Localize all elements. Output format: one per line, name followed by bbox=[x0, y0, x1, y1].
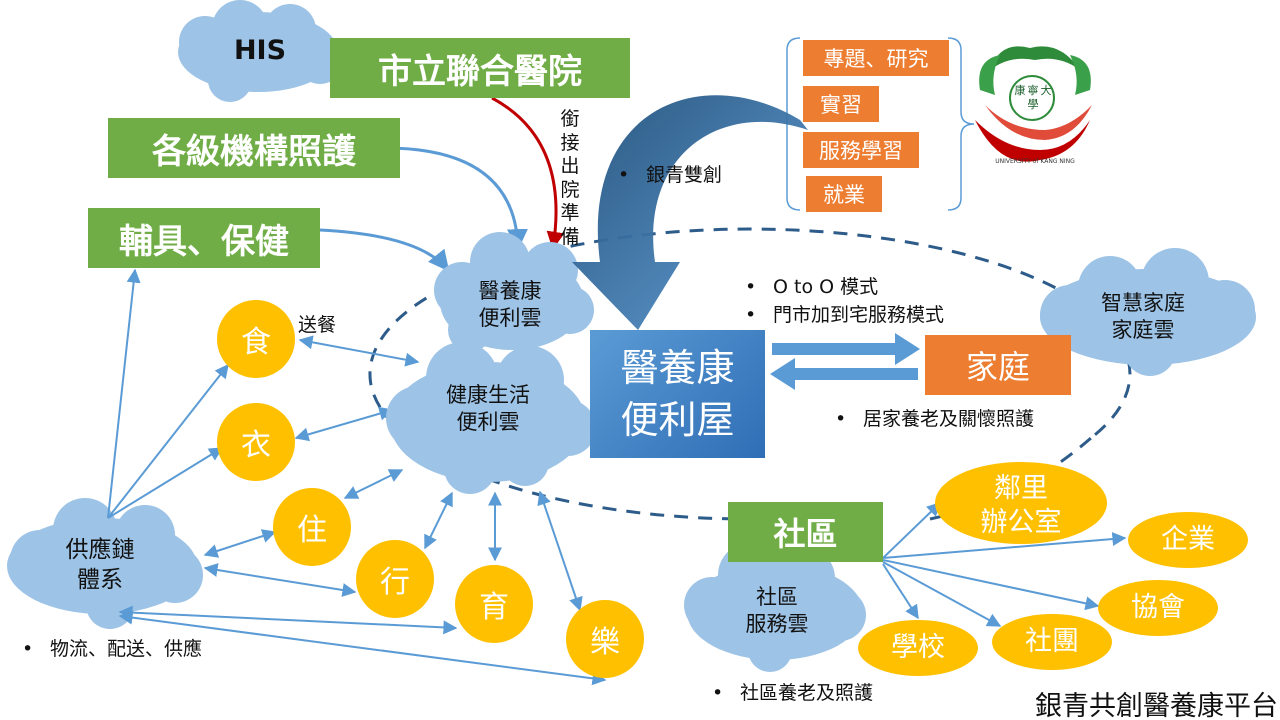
logo-ring-text: UNIVERSITY of KANG NING bbox=[995, 158, 1075, 165]
bullet-oto: • O to O 模式 bbox=[745, 272, 878, 299]
neighborhood-office: 鄰里 辦公室 bbox=[935, 462, 1107, 544]
store-line: 醫養康 bbox=[620, 346, 735, 390]
bullet-home-care: • 居家養老及關懷照護 bbox=[835, 404, 1034, 431]
task-service-learning: 服務學習 bbox=[803, 132, 919, 168]
bullet-logistics: • 物流、配送、供應 bbox=[22, 634, 202, 661]
bullet-dot: • bbox=[712, 682, 724, 704]
discharge-char: 準 bbox=[560, 202, 580, 224]
neighborhood-line: 辦公室 bbox=[980, 506, 1062, 538]
bullet-text: 居家養老及關懷照護 bbox=[863, 408, 1035, 430]
partner-club: 社團 bbox=[992, 614, 1112, 670]
home-box: 家庭 bbox=[925, 335, 1071, 395]
meal-delivery-label: 送餐 bbox=[298, 314, 337, 336]
discharge-char: 銜 bbox=[560, 108, 580, 130]
circle-housing: 住 bbox=[273, 488, 351, 566]
center-cloud-layer bbox=[386, 232, 1256, 672]
smart-cloud-label: 智慧家庭 家庭雲 bbox=[1068, 290, 1218, 345]
supply-cloud-shape bbox=[7, 498, 203, 629]
discharge-vertical-label: 銜 接 出 院 準 備 bbox=[555, 108, 585, 249]
logo-text: 康寧大學 bbox=[1014, 84, 1054, 111]
partner-school: 學校 bbox=[858, 620, 978, 676]
bullet-store-home: • 門市加到宅服務模式 bbox=[745, 300, 944, 327]
bullet-dot: • bbox=[745, 276, 757, 298]
curved-flow-arrow bbox=[572, 95, 808, 330]
medical-cloud-label: 醫養康 便利雲 bbox=[455, 278, 565, 333]
hospital-box: 市立聯合醫院 bbox=[330, 38, 630, 98]
circle-food: 食 bbox=[217, 300, 295, 378]
bullet-text: 門市加到宅服務模式 bbox=[773, 304, 945, 326]
community-cloud-label: 社區 服務雲 bbox=[712, 584, 842, 639]
health-cloud-shape bbox=[386, 342, 596, 494]
circle-education: 育 bbox=[455, 565, 533, 643]
smart-cloud-shape bbox=[1040, 248, 1256, 376]
health-cloud-line: 健康生活 bbox=[446, 383, 530, 407]
discharge-char: 出 bbox=[560, 155, 580, 177]
supply-cloud-label: 供應鏈 體系 bbox=[30, 536, 170, 596]
smart-cloud-line: 家庭雲 bbox=[1111, 318, 1175, 343]
bullet-text: O to O 模式 bbox=[773, 276, 879, 298]
circle-clothing: 衣 bbox=[217, 403, 295, 481]
discharge-char: 接 bbox=[560, 131, 580, 154]
task-employment: 就業 bbox=[806, 176, 882, 212]
community-cloud-line: 服務雲 bbox=[745, 612, 809, 637]
health-cloud-label: 健康生活 便利雲 bbox=[418, 382, 558, 437]
circle-leisure: 樂 bbox=[566, 600, 644, 678]
footer-title: 銀青共創醫養康平台 bbox=[1035, 691, 1278, 720]
university-logo bbox=[975, 46, 1093, 168]
supply-cloud-line: 供應鏈 bbox=[65, 537, 135, 563]
left-cloud-layer bbox=[7, 0, 344, 629]
store-home-arrows bbox=[770, 333, 920, 390]
discharge-char: 院 bbox=[560, 178, 580, 201]
bullet-dot: • bbox=[22, 638, 34, 660]
medical-cloud-line: 便利雲 bbox=[478, 306, 542, 331]
smart-cloud-line: 智慧家庭 bbox=[1101, 291, 1185, 315]
medical-cloud-shape bbox=[434, 232, 594, 352]
bullet-text: 社區養老及照護 bbox=[740, 682, 874, 704]
health-cloud-line: 便利雲 bbox=[456, 410, 520, 435]
bullet-text: 銀青雙創 bbox=[646, 164, 723, 186]
supply-cloud-line: 體系 bbox=[77, 566, 123, 593]
task-internship: 實習 bbox=[803, 86, 879, 122]
medical-cloud-line: 醫養康 bbox=[478, 279, 542, 303]
left-arrows bbox=[107, 96, 607, 686]
community-box: 社區 bbox=[728, 502, 883, 562]
circle-transport: 行 bbox=[356, 540, 434, 618]
store-box: 醫養康 便利屋 bbox=[590, 330, 765, 458]
discharge-char: 備 bbox=[560, 225, 580, 248]
bullet-dot: • bbox=[835, 408, 847, 430]
bullet-dot: • bbox=[618, 164, 630, 186]
neighborhood-line: 鄰里 bbox=[994, 473, 1048, 504]
institutions-box: 各級機構照護 bbox=[108, 118, 400, 178]
task-research: 專題、研究 bbox=[803, 40, 949, 76]
store-line: 便利屋 bbox=[620, 398, 735, 442]
bullet-dot: • bbox=[745, 304, 757, 326]
bullet-silver: • 銀青雙創 bbox=[618, 160, 722, 187]
partner-enterprise: 企業 bbox=[1128, 512, 1248, 568]
assistive-box: 輔具、保健 bbox=[88, 208, 320, 268]
community-cloud-line: 社區 bbox=[756, 585, 798, 609]
partner-association: 協會 bbox=[1098, 580, 1218, 636]
his-label: HIS bbox=[233, 34, 287, 66]
bullet-community-care: • 社區養老及照護 bbox=[712, 678, 873, 705]
his-cloud-shape bbox=[178, 0, 344, 102]
bullet-text: 物流、配送、供應 bbox=[50, 638, 203, 660]
community-arrows bbox=[882, 502, 1127, 627]
